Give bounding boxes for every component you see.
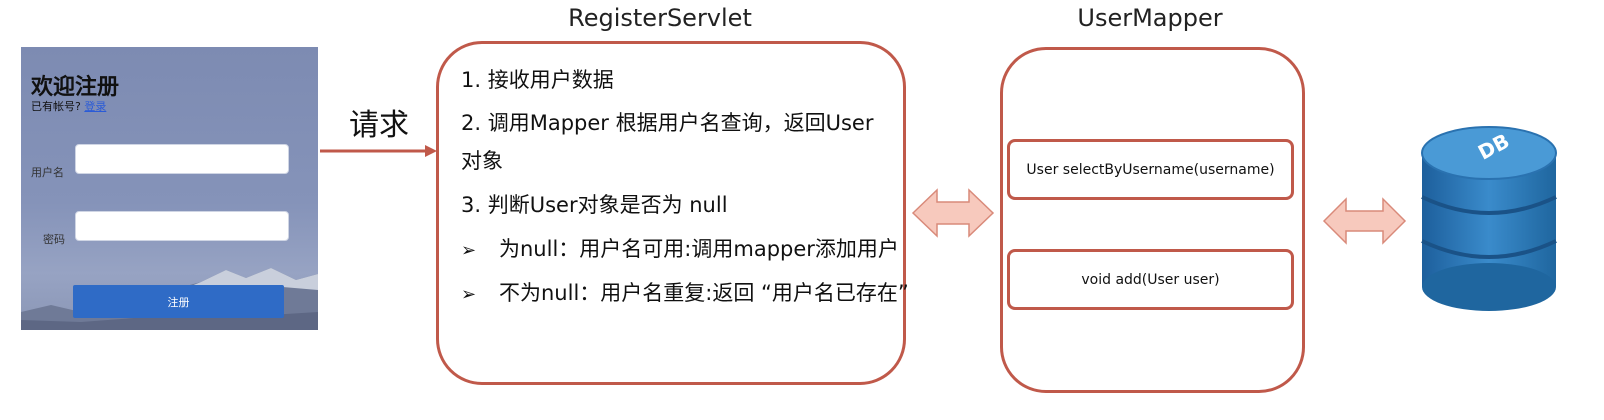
servlet-step: 1. 接收用户数据 — [461, 68, 614, 92]
double-arrow-servlet-mapper — [911, 188, 995, 238]
username-input[interactable] — [75, 144, 289, 174]
servlet-bullet: ➢ 不为null：用户名重复:返回 “用户名已存在” — [461, 277, 909, 307]
register-title: 欢迎注册 — [31, 75, 120, 100]
database-icon: DB — [1421, 126, 1557, 311]
mapper-header: UserMapper — [1077, 4, 1223, 32]
register-form-screenshot: 欢迎注册 已有帐号? 登录 用户名 密码 注册 — [21, 47, 318, 330]
login-prompt-text: 已有帐号? — [31, 100, 81, 113]
double-arrow-mapper-db — [1322, 197, 1407, 245]
servlet-step: 3. 判断User对象是否为 null — [461, 193, 728, 217]
login-prompt: 已有帐号? 登录 — [31, 98, 106, 114]
servlet-bullet-text: 为null：用户名可用:调用mapper添加用户 — [499, 237, 899, 261]
register-button[interactable]: 注册 — [73, 285, 284, 318]
servlet-step: 2. 调用Mapper 根据用户名查询，返回User — [461, 111, 874, 135]
login-link[interactable]: 登录 — [84, 100, 107, 113]
request-arrow — [320, 145, 437, 157]
arrow-bullet-icon: ➢ — [461, 284, 477, 305]
servlet-header: RegisterServlet — [568, 4, 752, 32]
servlet-box — [436, 41, 906, 385]
request-label: 请求 — [349, 108, 409, 143]
mapper-box — [1000, 47, 1305, 393]
password-input[interactable] — [75, 211, 289, 241]
servlet-bullet-text: 不为null：用户名重复:返回 “用户名已存在” — [499, 281, 909, 305]
servlet-step: 对象 — [461, 149, 503, 173]
arrow-bullet-icon: ➢ — [461, 240, 477, 261]
password-label: 密码 — [43, 233, 65, 246]
mapper-method-add: void add(User user) — [1007, 249, 1294, 310]
username-label: 用户名 — [31, 166, 64, 179]
servlet-bullet: ➢ 为null：用户名可用:调用mapper添加用户 — [461, 233, 899, 263]
mapper-method-select: User selectByUsername(username) — [1007, 139, 1294, 200]
